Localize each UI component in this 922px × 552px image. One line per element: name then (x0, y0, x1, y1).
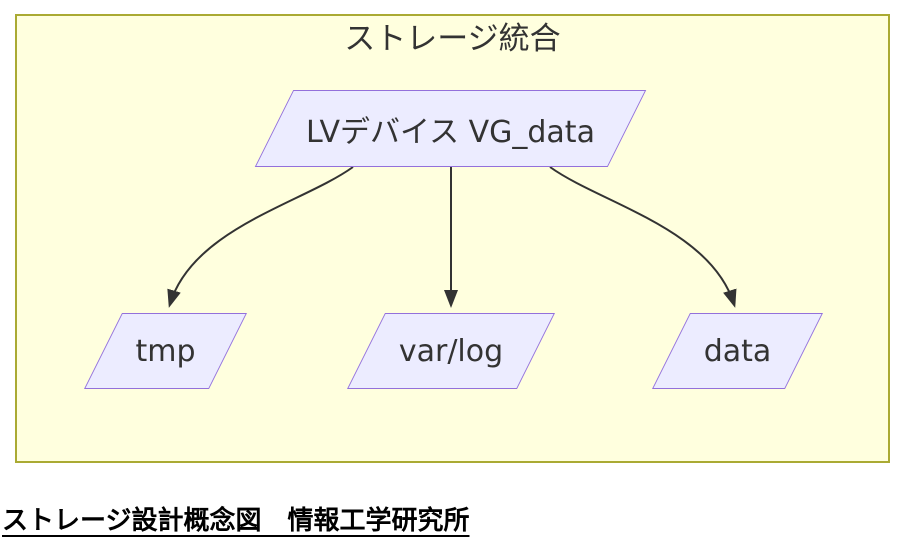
cluster-storage-integration: ストレージ統合 (15, 14, 890, 463)
cluster-title: ストレージ統合 (344, 21, 561, 57)
diagram-caption: ストレージ設計概念図 情報工学研究所 (2, 506, 470, 536)
node-label: data (703, 333, 772, 369)
node-label: var/log (398, 333, 504, 369)
node-tmp: tmp (84, 313, 247, 389)
node-label: LVデバイス VG_data (306, 114, 595, 150)
node-lv-device-vg-data: LVデバイス VG_data (254, 90, 647, 167)
node-data: data (652, 313, 823, 389)
node-var-log: var/log (347, 313, 555, 389)
node-label: tmp (135, 333, 196, 369)
